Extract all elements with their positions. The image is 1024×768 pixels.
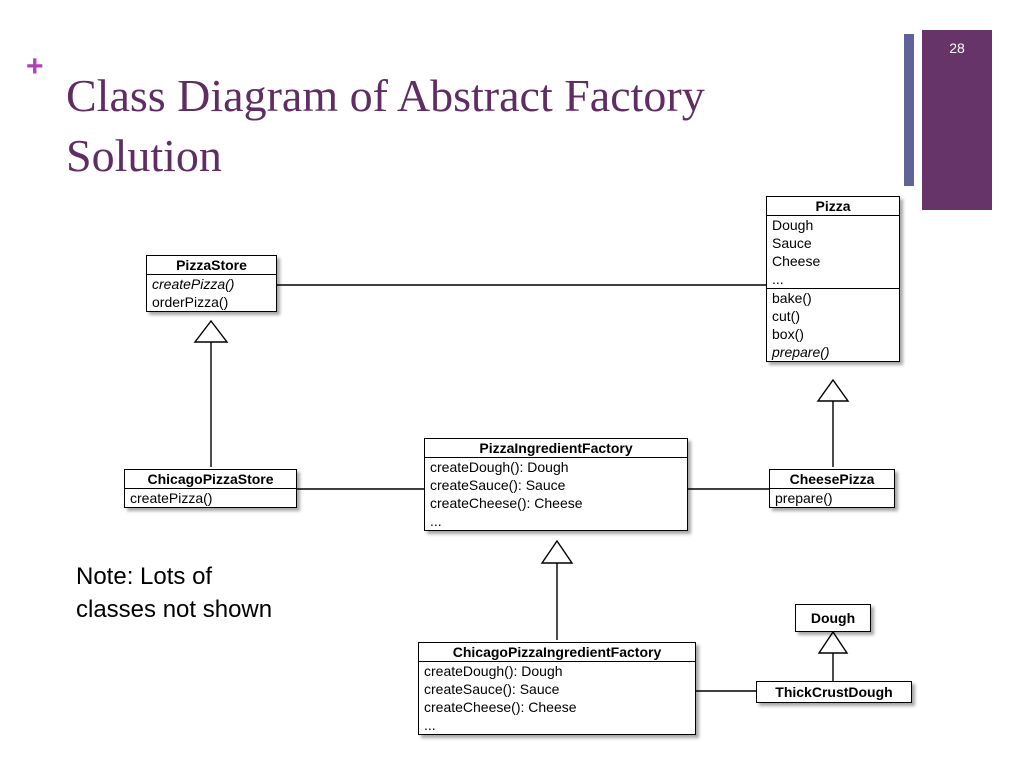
methods: createDough(): Dough createSauce(): Sauc… [419,662,695,734]
attributes: Dough Sauce Cheese ... [767,216,899,289]
class-name: ChicagoPizzaStore [125,470,296,489]
abstract-method: createPizza() [152,276,235,292]
method: bake() [772,290,812,306]
slide-title-line-2: Solution [66,130,222,181]
attribute: ... [772,271,784,287]
method: createCheese(): Cheese [430,495,583,511]
method: ... [424,717,436,733]
methods: bake() cut() box() prepare() [767,289,899,361]
class-pizza: Pizza Dough Sauce Cheese ... bake() cut(… [766,196,900,362]
class-thick-crust-dough: ThickCrustDough [756,681,912,703]
note-line: Note: Lots of [76,563,213,590]
class-chicago-pizza-ingredient-factory: ChicagoPizzaIngredientFactory createDoug… [418,642,696,735]
class-chicago-pizza-store: ChicagoPizzaStore createPizza() [124,469,297,508]
class-name: Dough [810,610,856,626]
inheritance-arrowhead-dough [817,630,849,654]
method: createDough(): Dough [430,459,569,475]
method: createSauce(): Sauce [424,681,560,697]
abstract-method: prepare() [772,344,830,360]
class-name: ThickCrustDough [775,684,893,700]
attribute: Dough [772,217,814,233]
method: orderPizza() [152,294,229,310]
accent-bar-block [922,30,992,210]
class-pizza-ingredient-factory: PizzaIngredientFactory createDough(): Do… [424,438,688,531]
slide-title-line-1: Class Diagram of Abstract Factory [66,70,705,121]
methods: createPizza() orderPizza() [147,275,276,311]
method: prepare() [775,490,833,506]
inheritance-arrowhead-pizza [816,378,850,402]
methods: createPizza() [125,489,296,507]
diagram-note: Note: Lots of classes not shown [76,560,272,626]
class-name: CheesePizza [770,470,894,489]
class-name: Pizza [767,197,899,216]
class-dough: Dough [795,604,871,632]
slide-title: Class Diagram of Abstract Factory Soluti… [66,66,886,186]
method: createDough(): Dough [424,663,563,679]
method: ... [430,513,442,529]
plus-mark: + [26,50,44,83]
method: box() [772,326,804,342]
method: createCheese(): Cheese [424,699,577,715]
note-line: classes not shown [76,596,273,623]
method: createPizza() [130,490,213,506]
inheritance-arrowhead-pizzastore [193,319,229,343]
attribute: Sauce [772,235,812,251]
class-cheese-pizza: CheesePizza prepare() [769,469,895,508]
slide-number: 28 [949,40,965,56]
inheritance-arrowhead-factory [540,539,574,564]
methods: prepare() [770,489,894,507]
method: createSauce(): Sauce [430,477,566,493]
class-pizza-store: PizzaStore createPizza() orderPizza() [146,255,277,312]
accent-bar-thin [904,34,914,186]
attribute: Cheese [772,253,821,269]
class-name: PizzaIngredientFactory [425,439,687,458]
class-name: ChicagoPizzaIngredientFactory [419,643,695,662]
class-name: PizzaStore [147,256,276,275]
method: cut() [772,308,800,324]
methods: createDough(): Dough createSauce(): Sauc… [425,458,687,530]
